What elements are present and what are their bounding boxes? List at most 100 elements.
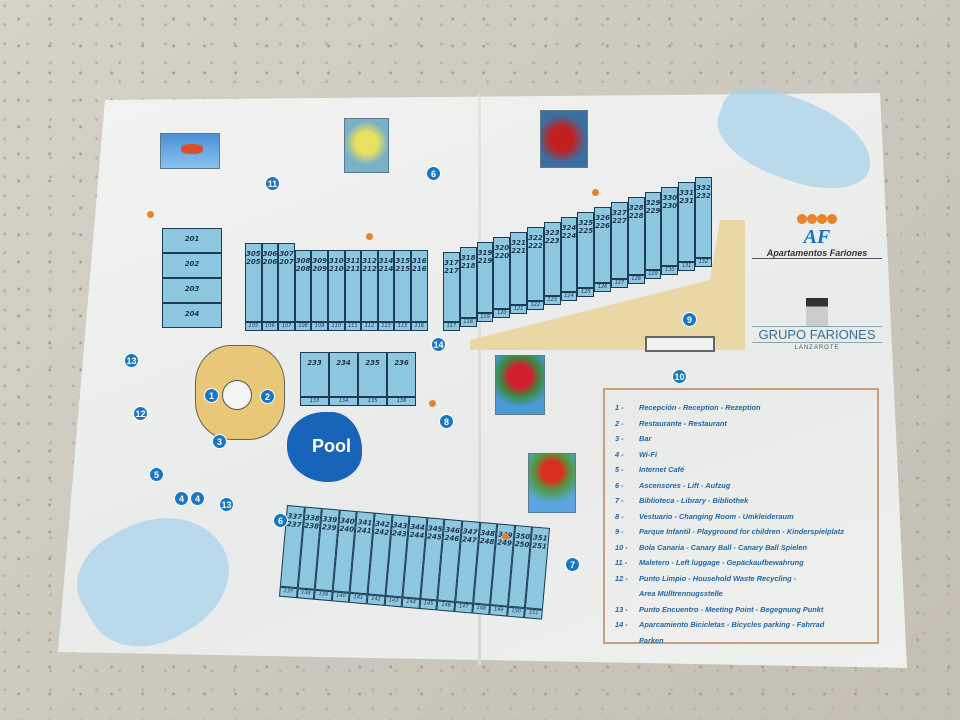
ground-unit: 139 <box>314 589 333 602</box>
marker-6: 6 <box>273 513 288 528</box>
unit-number: 218 <box>460 262 476 270</box>
ground-unit: 121 <box>510 304 527 314</box>
legend-number: 8 - <box>615 511 624 521</box>
yellow-flower-photo <box>344 118 389 173</box>
legend-text: Internet Café <box>639 465 685 475</box>
legend-text: Punto Encuentro - Meeting Point - Begegn… <box>639 604 824 614</box>
apartment-unit: 236 <box>387 352 416 397</box>
logo-monogram: AF <box>803 226 831 248</box>
grupo-fariones-logo: GRUPO FARIONES LANZAROTE <box>752 298 882 351</box>
marker-5: 5 <box>149 467 164 482</box>
unit-number: 329 <box>645 199 661 207</box>
legend-text: Parken <box>639 635 664 645</box>
legend-number: 3 - <box>615 434 624 444</box>
legend-text: Ascensores - Lift - Aufzug <box>639 480 731 490</box>
ground-unit: 148 <box>471 603 491 616</box>
legend-text: Punto Limpio - Household Waste Recycling… <box>639 573 797 583</box>
unit-number: 244 <box>409 530 425 541</box>
unit-number: 223 <box>544 237 560 245</box>
unit-number: 319 <box>477 249 493 257</box>
ground-unit: 106 <box>261 322 279 331</box>
unit-number: 241 <box>356 526 372 536</box>
unit-number: 328 <box>628 204 644 212</box>
map-legend: 1 -Recepción - Reception - Rezeption 2 - R… <box>603 388 879 645</box>
group-name: GRUPO FARIONES <box>752 326 882 343</box>
unit-number: 308 <box>295 257 311 265</box>
ground-unit: 149 <box>489 605 508 617</box>
legend-item: Parken <box>615 633 869 649</box>
unit-number: 248 <box>479 536 495 547</box>
unit-number: 323 <box>544 229 560 237</box>
marker-4: 4 <box>174 491 189 506</box>
ground-unit: 105 <box>245 322 262 331</box>
unit-number: 332 <box>696 184 711 192</box>
unit-number: 324 <box>561 224 577 232</box>
ground-unit: 134 <box>329 397 358 406</box>
ground-unit: 146 <box>436 600 456 612</box>
unit-number: 330 <box>662 194 678 202</box>
unit-number: 314 <box>378 257 394 265</box>
unit-number: 211 <box>345 265 361 273</box>
unit-number: 219 <box>477 257 493 265</box>
marker-13: 13 <box>124 353 139 368</box>
gladiolus-photo <box>540 110 588 168</box>
unit-number: 212 <box>362 265 377 273</box>
apartment-unit: 235 <box>358 352 387 397</box>
ground-unit: 118 <box>459 317 477 327</box>
legend-item: 1 -Recepción - Reception - Rezeption <box>615 400 869 416</box>
unit-number: 207 <box>279 258 294 266</box>
unit-number: 210 <box>329 265 344 273</box>
marker-11: 11 <box>265 176 280 191</box>
apartment-unit: 204 <box>162 303 222 328</box>
unit-number: 247 <box>461 535 478 545</box>
unit-number: 205 <box>246 258 261 266</box>
legend-number: 9 - <box>615 527 624 537</box>
legend-item: 10 -Bola Canaria - Canary Ball - Canary … <box>615 540 869 556</box>
ground-unit: 135 <box>358 397 387 406</box>
legend-item: 7 - Biblioteca - Library - Bibliothek <box>615 493 869 509</box>
ground-unit: 138 <box>296 588 315 600</box>
unit-number: 221 <box>511 247 526 255</box>
legend-number: 2 - <box>615 418 624 428</box>
legend-text: Recepción - Reception - Rezeption <box>639 403 761 413</box>
unit-number: 317 <box>444 259 459 267</box>
photo-pointer-dot <box>592 189 599 196</box>
unit-number: 220 <box>494 252 510 260</box>
legend-number: 7 - <box>615 496 624 506</box>
legend-text: Bar <box>639 434 652 444</box>
marker-6: 6 <box>426 166 441 181</box>
legend-item: 4 -Wi-Fi <box>615 447 869 463</box>
apartamentos-fariones-logo: AF Apartamentos Fariones <box>752 212 882 259</box>
legend-text: Biblioteca - Library - Bibliothek <box>639 496 749 506</box>
ground-unit: 147 <box>454 602 473 614</box>
unit-number: 331 <box>679 189 694 197</box>
marker-10: 10 <box>672 369 687 384</box>
ground-unit: 108 <box>294 322 312 331</box>
unit-number: 209 <box>312 265 328 273</box>
marker-8: 8 <box>439 414 454 429</box>
ground-unit: 110 <box>328 322 345 331</box>
legend-item: 9 -Parque Infantil - Playground for chil… <box>615 524 869 540</box>
brand-name: Apartamentos Fariones <box>752 248 882 259</box>
unit-number: 208 <box>295 265 311 273</box>
unit-number: 309 <box>312 257 328 265</box>
unit-number: 318 <box>460 254 476 262</box>
unit-number: 316 <box>412 257 427 265</box>
apartment-unit: 233 <box>300 352 329 397</box>
ground-unit: 124 <box>560 291 578 301</box>
marker-14: 14 <box>431 337 446 352</box>
